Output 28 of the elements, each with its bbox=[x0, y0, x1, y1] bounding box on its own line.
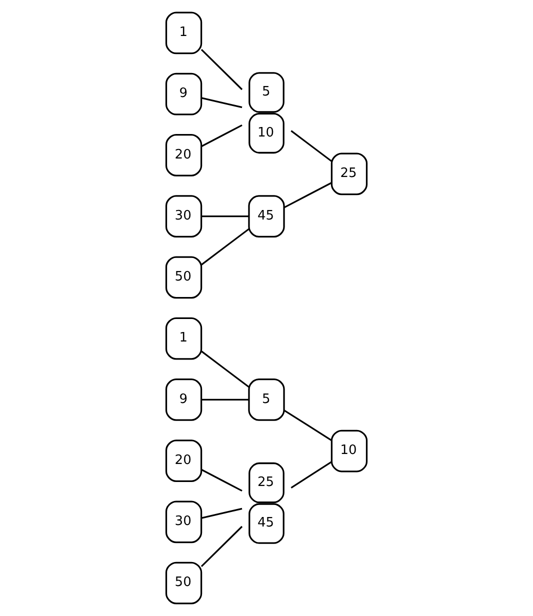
connector bbox=[200, 350, 250, 388]
node-box: 20 bbox=[165, 440, 202, 482]
node-box: 1 bbox=[165, 12, 202, 54]
connector bbox=[201, 124, 242, 148]
node-box: 9 bbox=[165, 72, 202, 116]
connector bbox=[201, 216, 249, 218]
node-box: 10 bbox=[330, 430, 368, 472]
connector bbox=[201, 97, 242, 108]
node-box: 1 bbox=[165, 317, 202, 360]
connector bbox=[201, 468, 242, 492]
connector bbox=[290, 130, 332, 162]
node-box: 25 bbox=[330, 152, 368, 196]
connector bbox=[290, 461, 332, 489]
node-box: 9 bbox=[165, 378, 202, 421]
node-box: 30 bbox=[165, 500, 202, 544]
connector bbox=[200, 228, 250, 266]
node-box: 50 bbox=[165, 256, 202, 299]
connector bbox=[200, 48, 243, 90]
node-box: 5 bbox=[248, 378, 285, 421]
node-box: 45 bbox=[248, 195, 285, 238]
node-box: 30 bbox=[165, 195, 202, 238]
connector bbox=[284, 410, 332, 442]
connector bbox=[284, 182, 332, 208]
connector bbox=[201, 398, 249, 400]
connector bbox=[201, 508, 242, 519]
node-box: 20 bbox=[165, 134, 202, 176]
node-box: 50 bbox=[165, 562, 202, 604]
connector bbox=[200, 526, 243, 568]
